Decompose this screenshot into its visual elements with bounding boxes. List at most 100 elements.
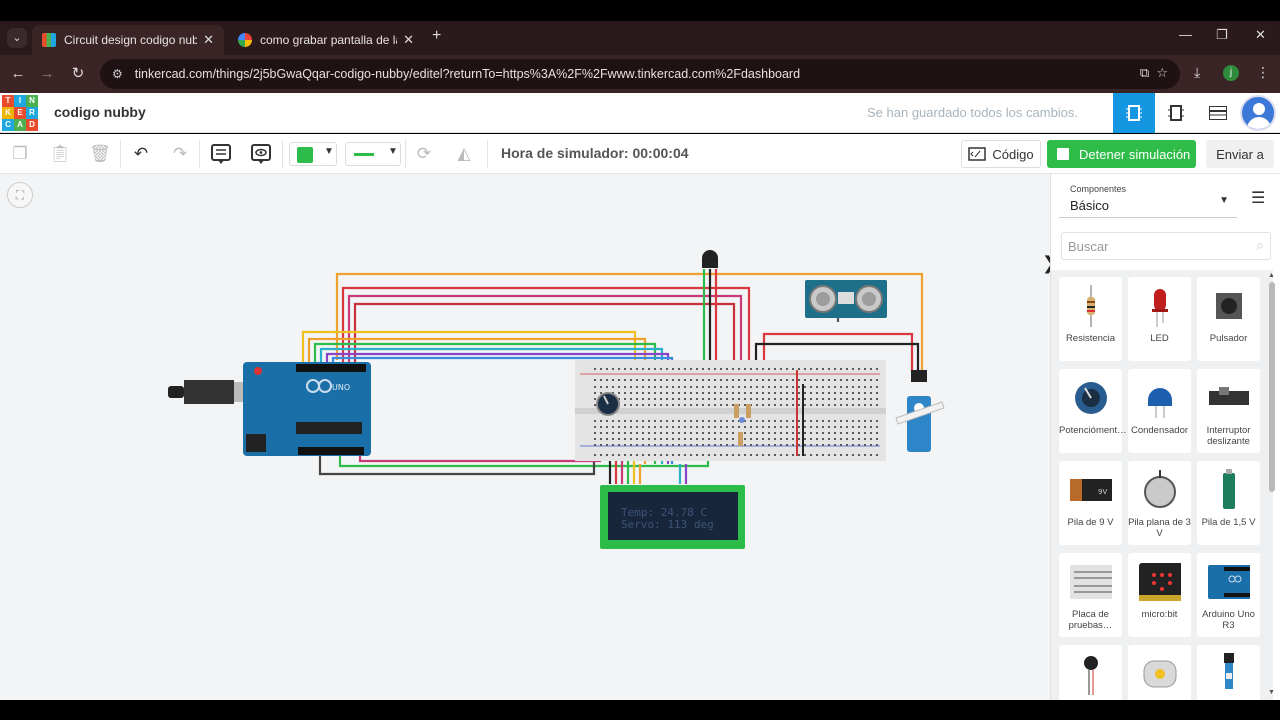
servo-motor[interactable] (895, 370, 945, 452)
component-card[interactable]: Pulsador (1197, 277, 1260, 361)
close-window-button[interactable]: ✕ (1255, 27, 1266, 42)
wire-orange[interactable] (335, 272, 924, 372)
component-card[interactable] (1128, 645, 1191, 700)
component-card[interactable] (1197, 645, 1260, 700)
temperature-sensor[interactable] (702, 250, 718, 268)
search-box[interactable]: ⌕ (1061, 232, 1271, 260)
scrollbar-thumb[interactable] (1269, 282, 1275, 492)
components-dropdown[interactable]: Componentes Básico ▼ (1059, 180, 1237, 218)
tab-inactive[interactable]: como grabar pantalla de laptop ✕ (228, 25, 424, 55)
tinkercad-logo[interactable]: T I N K E R C A D (2, 95, 38, 131)
delete-icon[interactable]: 🗑︎ (89, 144, 111, 163)
minimize-button[interactable]: — (1179, 27, 1192, 42)
install-and-star-icons[interactable]: ⧉ ☆ (1139, 65, 1168, 80)
list-view-icon[interactable]: ☰ (1251, 190, 1266, 207)
component-card[interactable]: Pila de 1,5 V (1197, 461, 1260, 545)
download-icon[interactable]: ⤓ (1194, 64, 1201, 80)
component-card[interactable]: Arduino Uno R3 (1197, 553, 1260, 637)
dc-motor-icon (1139, 653, 1181, 695)
dropdown-caption: Componentes (1070, 184, 1127, 194)
copy-icon[interactable]: ❐ (12, 144, 28, 163)
component-card[interactable]: Resistencia (1059, 277, 1122, 361)
flip-icon[interactable]: ◭ (457, 144, 471, 163)
potentiometer[interactable] (596, 392, 620, 416)
wire-black-2[interactable] (754, 342, 920, 372)
send-to-button[interactable]: Enviar a (1206, 140, 1274, 168)
back-arrow-icon[interactable]: ← (10, 65, 26, 82)
wire-red-2[interactable] (353, 302, 736, 400)
lcd-line-1: Temp: 24.78 C (621, 506, 707, 519)
chip-icon (1126, 105, 1142, 121)
arduino-icon (1208, 561, 1250, 603)
breadboard[interactable] (575, 360, 886, 461)
wire-color-picker[interactable]: ▼ (289, 142, 337, 166)
chevron-down-icon: ▼ (1219, 195, 1229, 206)
component-list-button[interactable] (1197, 93, 1239, 133)
logo-letter: N (26, 95, 38, 107)
capacitor-icon (1139, 377, 1181, 419)
resistors[interactable] (734, 404, 751, 446)
component-card[interactable]: Condensador (1128, 369, 1191, 453)
workplane-canvas[interactable]: ⛶ (0, 174, 1050, 700)
google-favicon-icon (238, 33, 252, 47)
notes-visibility-icon[interactable] (250, 143, 272, 165)
address-bar[interactable]: ⚙ tinkercad.com/things/2j5bGwaQqar-codig… (100, 59, 1180, 89)
reload-icon[interactable]: ↻ (71, 65, 85, 82)
component-card[interactable]: micro:bit (1128, 553, 1191, 637)
rotate-icon[interactable]: ⟳ (416, 144, 432, 163)
wire-magenta-2[interactable] (358, 446, 602, 463)
kebab-menu-icon[interactable]: ⋮ (1256, 64, 1270, 80)
code-button[interactable]: Código (961, 140, 1041, 168)
wire-type-picker[interactable]: ▼ (345, 142, 401, 166)
stop-simulation-button[interactable]: Detener simulación (1047, 140, 1196, 168)
maximize-button[interactable]: ❐ (1216, 27, 1228, 42)
tab-active[interactable]: Circuit design codigo nubby - T ✕ (32, 25, 224, 55)
component-card[interactable]: LED (1128, 277, 1191, 361)
close-icon[interactable]: ✕ (403, 32, 414, 47)
slide-switch-icon (1208, 377, 1250, 419)
wire-red[interactable] (341, 286, 751, 398)
arduino-uno-board[interactable]: UNO (243, 362, 371, 456)
circuit-view-button[interactable] (1113, 93, 1155, 133)
component-card[interactable]: Placa de pruebas… (1059, 553, 1122, 637)
lcd-display[interactable]: Temp: 24.78 C Servo: 113 deg (600, 485, 745, 549)
microbit-icon (1139, 561, 1181, 603)
component-card[interactable]: Interruptor deslizante (1197, 369, 1260, 453)
close-icon[interactable]: ✕ (203, 32, 214, 47)
new-tab-button[interactable]: + (432, 27, 442, 44)
stop-label: Detener simulación (1079, 146, 1191, 162)
forward-arrow-icon[interactable]: → (39, 65, 55, 82)
table-icon (1209, 106, 1227, 120)
circuit-diagram[interactable]: UNO (0, 174, 1050, 700)
stop-icon (1057, 148, 1069, 160)
undo-icon[interactable]: ↶ (133, 144, 149, 163)
schematic-icon (1168, 105, 1184, 121)
tab-search-icon[interactable]: ⌄ (7, 28, 27, 48)
ultrasonic-sensor[interactable] (805, 280, 887, 318)
project-title[interactable]: codigo nubby (54, 104, 146, 120)
site-info-icon[interactable]: ⚙ (112, 67, 123, 81)
component-card[interactable]: Potencióment… (1059, 369, 1127, 453)
paste-icon[interactable]: 📋︎ (49, 144, 71, 163)
browser-profile-avatar[interactable]: j (1223, 65, 1239, 81)
component-name: Potencióment… (1059, 425, 1127, 436)
component-name: Pila plana de 3 V (1128, 517, 1191, 539)
editor-toolbar: ❐ 📋︎ 🗑︎ ↶ ↷ ▼ ▼ ⟳ ◭ Hora de simulador: 0… (0, 134, 1280, 174)
component-card[interactable]: Pila plana de 3 V (1128, 461, 1191, 545)
tab-label: como grabar pantalla de laptop (260, 33, 397, 47)
fit-view-icon[interactable]: ⛶ (7, 182, 33, 208)
component-name: Arduino Uno R3 (1202, 609, 1255, 631)
user-avatar[interactable] (1240, 95, 1276, 131)
led-icon (1139, 285, 1181, 327)
component-card[interactable] (1059, 645, 1122, 700)
search-input[interactable] (1062, 233, 1232, 259)
redo-icon[interactable]: ↷ (172, 144, 188, 163)
panel-scrollbar[interactable]: ▲ ▼ (1268, 272, 1275, 696)
schematic-view-button[interactable] (1155, 93, 1197, 133)
notes-icon[interactable] (210, 143, 232, 165)
wire-red-4[interactable] (762, 332, 914, 374)
wire-magenta[interactable] (347, 294, 743, 398)
